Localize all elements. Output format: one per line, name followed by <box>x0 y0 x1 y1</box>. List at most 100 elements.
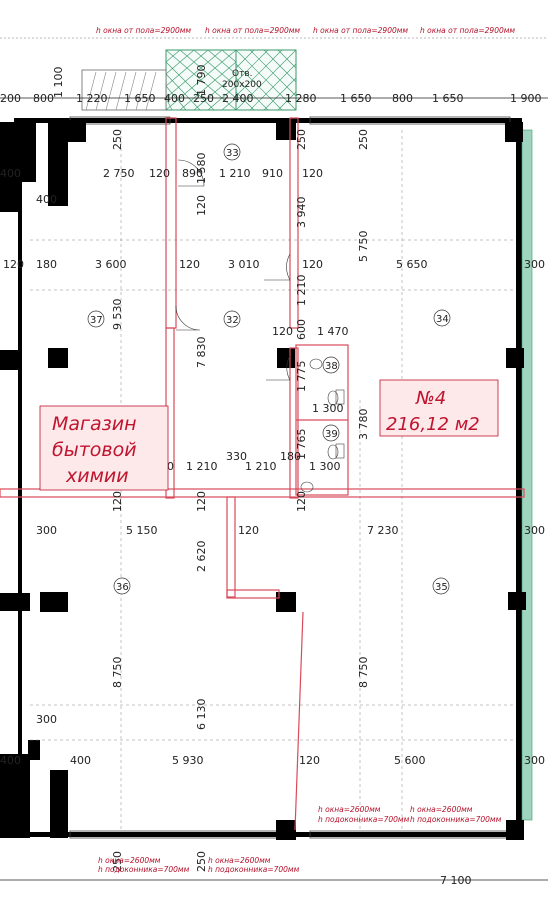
window-note: h подоконника=700мм <box>208 865 300 874</box>
dim-label: 400 <box>36 193 57 206</box>
dim-label: 120 <box>149 167 170 180</box>
dim-label: 1 220 <box>76 92 108 105</box>
dim-vertical: 250 <box>111 129 124 150</box>
dim-label: 1 650 <box>124 92 156 105</box>
dim-vertical: 120 <box>195 195 208 216</box>
dim-label: 180 <box>36 258 57 271</box>
top-dimension-row: 200 800 1 220 1 650 400 250 2 400 1 280 … <box>0 92 542 105</box>
dim-label: 1 300 <box>312 402 344 415</box>
dim-vertical: 1 790 <box>195 65 208 97</box>
window-note: h окна=2600мм <box>98 856 161 865</box>
dim-label: 300 <box>524 754 545 767</box>
dim-label: 5 150 <box>126 524 158 537</box>
window-notes-bottom: h окна=2600мм h подоконника=700мм h окна… <box>98 805 502 874</box>
vertical-dimensions: 250 1 580 250 250 120 3 940 5 750 9 530 … <box>111 129 370 872</box>
dim-label: 120 <box>299 754 320 767</box>
dim-label: 300 <box>524 524 545 537</box>
dim-label: 1 650 <box>340 92 372 105</box>
unit-area: 216,12 м2 <box>386 414 480 435</box>
window-note: h окна=2600мм <box>410 805 473 814</box>
dim-vertical: 120 <box>111 491 124 512</box>
dim-vertical: 3 780 <box>357 409 370 441</box>
window-note-top: h окна от пола=2900мм <box>205 26 300 35</box>
window-note: h подоконника=700мм <box>318 815 410 824</box>
room-number: 35 <box>435 582 448 593</box>
dim-vertical: 5 750 <box>357 231 370 263</box>
dim-label: 1 300 <box>309 460 341 473</box>
dim-label: 330 <box>226 450 247 463</box>
shop-label-line: химии <box>65 465 129 487</box>
dim-label: 300 <box>524 258 545 271</box>
dim-label: 5 650 <box>396 258 428 271</box>
dim-vertical: 250 <box>295 129 308 150</box>
dim-label: 7 230 <box>367 524 399 537</box>
dim-vertical: 6 130 <box>195 699 208 731</box>
dim-label: 120 <box>179 258 200 271</box>
dim-label: 180 <box>280 450 301 463</box>
room-number: 33 <box>226 148 239 159</box>
room-number: 38 <box>325 361 338 372</box>
window-note-top: h окна от пола=2900мм <box>313 26 408 35</box>
dim-vertical: 8 750 <box>111 657 124 689</box>
glazing-strip <box>521 129 533 821</box>
dim-label: 400 <box>0 167 21 180</box>
unit-label: №4 216,12 м2 <box>379 379 499 437</box>
dim-label: 2 400 <box>222 92 254 105</box>
room-number: 34 <box>436 314 449 325</box>
shop-label-line: бытовой <box>52 439 137 461</box>
dim-label: 3 600 <box>95 258 127 271</box>
dim-vertical: 250 <box>111 851 124 872</box>
room-number: 37 <box>90 315 103 326</box>
dim-vertical: 3 940 <box>295 197 308 229</box>
dim-label: 400 <box>164 92 185 105</box>
dim-vertical: 120 <box>295 491 308 512</box>
dim-label: 2 750 <box>103 167 135 180</box>
opening-size: 200х200 <box>222 80 262 90</box>
room-number: 39 <box>325 429 338 440</box>
opening-title: Отв. <box>232 69 253 79</box>
dim-label: 250 <box>193 92 214 105</box>
dim-vertical: 1 210 <box>295 275 308 307</box>
dim-label: 120 <box>272 325 293 338</box>
dim-label: 120 <box>3 258 24 271</box>
dim-vertical: 1 775 <box>295 361 308 393</box>
room-number: 32 <box>226 315 239 326</box>
window-note: h подоконника=700мм <box>410 815 502 824</box>
dim-label: 1 210 <box>186 460 218 473</box>
dim-vertical: 2 620 <box>195 541 208 573</box>
partitions <box>0 117 525 831</box>
dim-label: 5 600 <box>394 754 426 767</box>
dim-label: 1 900 <box>510 92 542 105</box>
dim-label: 1 470 <box>317 325 349 338</box>
dim-label: 910 <box>262 167 283 180</box>
window-note: h окна=2600мм <box>318 805 381 814</box>
dim-label: 7 100 <box>440 874 472 887</box>
dim-label: 800 <box>392 92 413 105</box>
window-note: h подоконника=700мм <box>98 865 190 874</box>
dim-label: 120 <box>302 258 323 271</box>
window-note-top: h окна от пола=2900мм <box>96 26 191 35</box>
dim-label: 1 650 <box>432 92 464 105</box>
dim-vertical: 8 750 <box>357 657 370 689</box>
dim-label: 300 <box>36 524 57 537</box>
dim-label: 120 <box>302 167 323 180</box>
dim-vertical: 250 <box>357 129 370 150</box>
dim-vertical: 1 100 <box>52 67 65 99</box>
columns <box>0 118 526 840</box>
dim-vertical: 600 <box>295 319 308 340</box>
dim-label: 800 <box>33 92 54 105</box>
shop-label: Магазин бытовой химии <box>39 405 169 491</box>
dim-vertical: 1 580 <box>195 153 208 185</box>
dim-label: 200 <box>0 92 21 105</box>
dim-label: 300 <box>36 713 57 726</box>
dim-label: 400 <box>70 754 91 767</box>
dim-vertical: 1 765 <box>295 429 308 461</box>
dim-vertical: 250 <box>195 851 208 872</box>
unit-number: №4 <box>415 388 446 409</box>
dim-label: 1 280 <box>285 92 317 105</box>
dim-label: 5 930 <box>172 754 204 767</box>
exterior-walls <box>14 118 522 837</box>
opening-block <box>81 49 297 111</box>
dim-vertical: 7 830 <box>195 337 208 369</box>
